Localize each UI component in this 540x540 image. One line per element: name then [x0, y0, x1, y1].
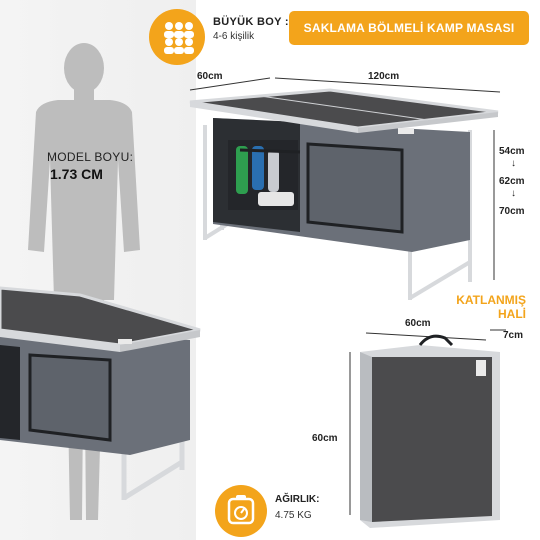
folded-title-line1: KATLANMIŞ [456, 293, 526, 307]
silver-bottle [268, 150, 279, 192]
size-title: BÜYÜK BOY : [213, 16, 289, 28]
arrow-down-icon: ↓ [511, 188, 516, 199]
height-high-label: 70cm [499, 206, 525, 217]
width-label: 120cm [368, 71, 400, 82]
folded-width-label: 60cm [405, 318, 431, 329]
weight-badge [215, 485, 267, 537]
size-subtitle: 4-6 kişilik [213, 31, 255, 42]
model-silhouette [28, 43, 140, 520]
people-count-badge [149, 9, 205, 65]
people-group-icon [164, 22, 194, 54]
model-height-value: 1.73 CM [50, 166, 103, 182]
product-title: SAKLAMA BÖLMELİ KAMP MASASI [289, 11, 529, 45]
folded-title-line2: HALİ [498, 307, 526, 321]
weight-value: 4.75 KG [275, 510, 312, 521]
scale-icon [227, 495, 255, 525]
folded-title: KATLANMIŞ HALİ [456, 293, 526, 321]
model-height-label: MODEL BOYU: [47, 150, 134, 164]
folded-thickness-label: 7cm [503, 330, 524, 341]
green-bottle [236, 146, 248, 194]
carry-handle [418, 334, 454, 347]
folded-height-label: 60cm [312, 433, 338, 444]
height-low-label: 54cm [499, 146, 525, 157]
height-mid-label: 62cm [499, 176, 525, 187]
blue-bottle [252, 146, 264, 190]
weight-label: AĞIRLIK: [275, 494, 320, 505]
brand-plate [398, 128, 414, 134]
arrow-down-icon: ↓ [511, 158, 516, 169]
depth-label: 60cm [197, 71, 223, 82]
